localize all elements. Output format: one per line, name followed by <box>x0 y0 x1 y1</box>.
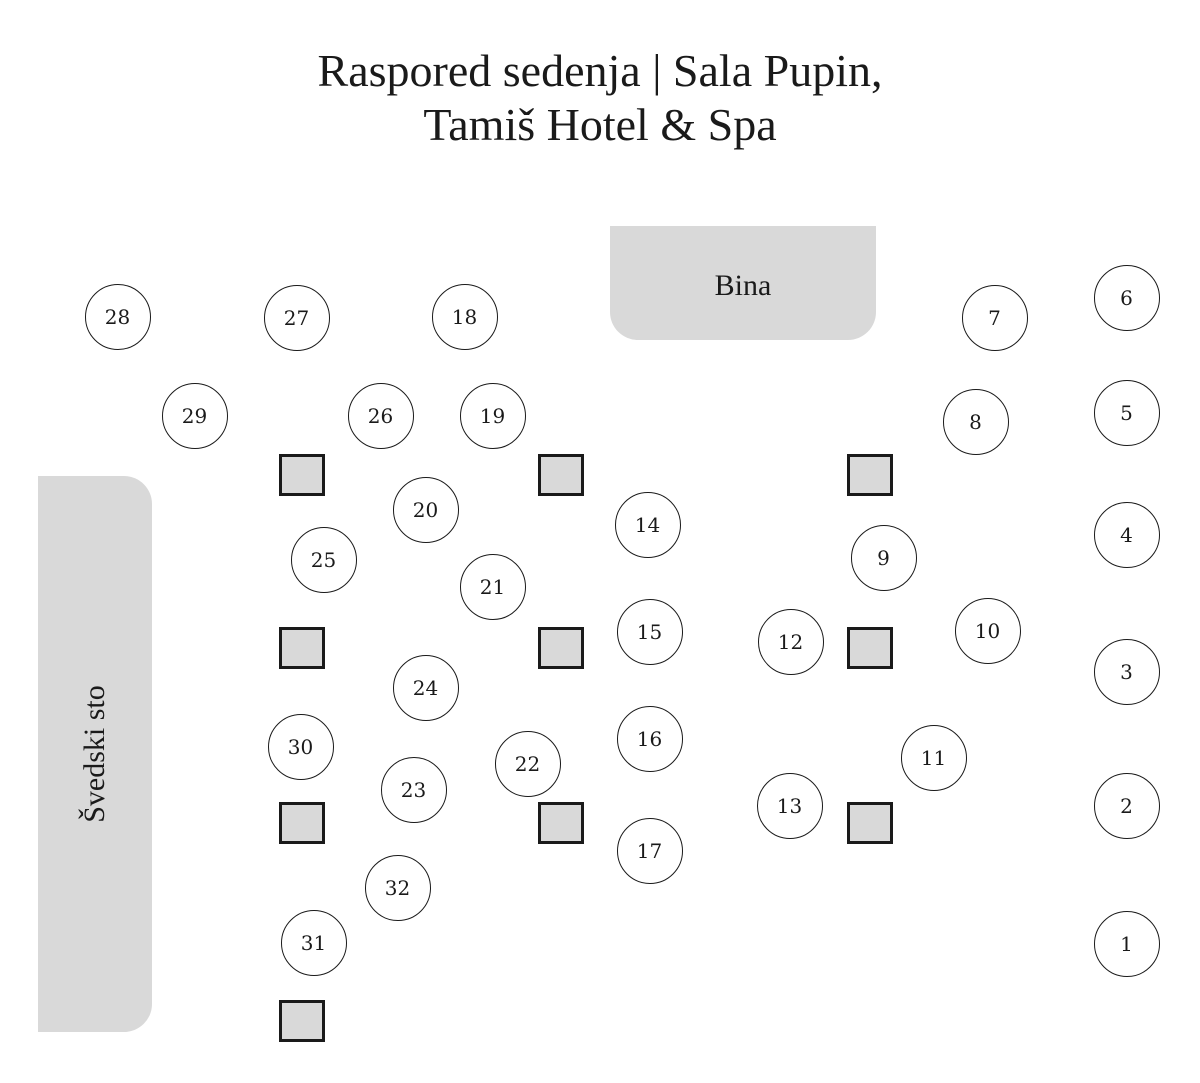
pillar <box>279 627 325 669</box>
table-30[interactable]: 30 <box>267 713 334 780</box>
table-number: 2 <box>1120 793 1133 818</box>
table-number: 32 <box>384 875 411 900</box>
table-number: 3 <box>1120 659 1133 684</box>
table-8[interactable]: 8 <box>942 388 1009 455</box>
table-number: 28 <box>104 304 131 329</box>
table-number: 7 <box>988 305 1001 330</box>
table-7[interactable]: 7 <box>961 284 1028 351</box>
table-24[interactable]: 24 <box>392 654 459 721</box>
table-number: 26 <box>367 403 394 428</box>
table-22[interactable]: 22 <box>494 730 561 797</box>
table-number: 21 <box>479 574 506 599</box>
table-23[interactable]: 23 <box>380 756 447 823</box>
table-11[interactable]: 11 <box>900 724 967 791</box>
table-10[interactable]: 10 <box>954 597 1021 664</box>
table-6[interactable]: 6 <box>1093 264 1160 331</box>
table-number: 22 <box>514 751 541 776</box>
pillar <box>538 802 584 844</box>
pillar <box>279 1000 325 1042</box>
table-12[interactable]: 12 <box>757 608 824 675</box>
table-number: 17 <box>636 838 663 863</box>
stage-area: Bina <box>610 226 876 340</box>
table-18[interactable]: 18 <box>431 283 498 350</box>
buffet-label: Švedski sto <box>78 685 111 823</box>
stage-label: Bina <box>714 269 772 302</box>
table-15[interactable]: 15 <box>616 598 683 665</box>
table-9[interactable]: 9 <box>850 524 917 591</box>
table-4[interactable]: 4 <box>1093 501 1160 568</box>
table-number: 27 <box>283 305 310 330</box>
pillar <box>847 802 893 844</box>
table-16[interactable]: 16 <box>616 705 683 772</box>
table-32[interactable]: 32 <box>364 854 431 921</box>
page-title: Raspored sedenja | Sala Pupin, Tamiš Hot… <box>0 44 1200 152</box>
pillar <box>847 454 893 496</box>
table-20[interactable]: 20 <box>392 476 459 543</box>
table-2[interactable]: 2 <box>1093 772 1160 839</box>
table-number: 24 <box>412 675 439 700</box>
table-3[interactable]: 3 <box>1093 638 1160 705</box>
table-25[interactable]: 25 <box>290 526 357 593</box>
table-number: 25 <box>310 547 337 572</box>
table-26[interactable]: 26 <box>347 382 414 449</box>
pillar <box>847 627 893 669</box>
table-14[interactable]: 14 <box>614 491 681 558</box>
table-number: 19 <box>479 403 506 428</box>
pillar <box>279 802 325 844</box>
table-number: 12 <box>777 629 804 654</box>
table-1[interactable]: 1 <box>1093 910 1160 977</box>
table-number: 9 <box>877 545 890 570</box>
table-number: 31 <box>300 930 327 955</box>
table-number: 11 <box>920 745 947 770</box>
table-number: 8 <box>969 409 982 434</box>
table-21[interactable]: 21 <box>459 553 526 620</box>
table-28[interactable]: 28 <box>84 283 151 350</box>
table-31[interactable]: 31 <box>280 909 347 976</box>
table-number: 4 <box>1120 522 1133 547</box>
table-17[interactable]: 17 <box>616 817 683 884</box>
title-line-2: Tamiš Hotel & Spa <box>423 99 777 150</box>
table-number: 10 <box>974 618 1001 643</box>
table-number: 6 <box>1120 285 1133 310</box>
table-number: 15 <box>636 619 663 644</box>
table-number: 20 <box>412 497 439 522</box>
table-number: 16 <box>636 726 663 751</box>
table-number: 30 <box>287 734 314 759</box>
table-27[interactable]: 27 <box>263 284 330 351</box>
title-line-1: Raspored sedenja | Sala Pupin, <box>317 45 883 96</box>
table-number: 13 <box>776 793 803 818</box>
table-5[interactable]: 5 <box>1093 379 1160 446</box>
table-19[interactable]: 19 <box>459 382 526 449</box>
table-number: 29 <box>181 403 208 428</box>
pillar <box>279 454 325 496</box>
table-number: 18 <box>451 304 478 329</box>
table-number: 14 <box>634 512 661 537</box>
table-number: 23 <box>400 777 427 802</box>
table-13[interactable]: 13 <box>756 772 823 839</box>
table-number: 1 <box>1120 931 1133 956</box>
buffet-area: Švedski sto <box>38 476 152 1032</box>
table-number: 5 <box>1120 400 1133 425</box>
table-29[interactable]: 29 <box>161 382 228 449</box>
pillar <box>538 454 584 496</box>
pillar <box>538 627 584 669</box>
